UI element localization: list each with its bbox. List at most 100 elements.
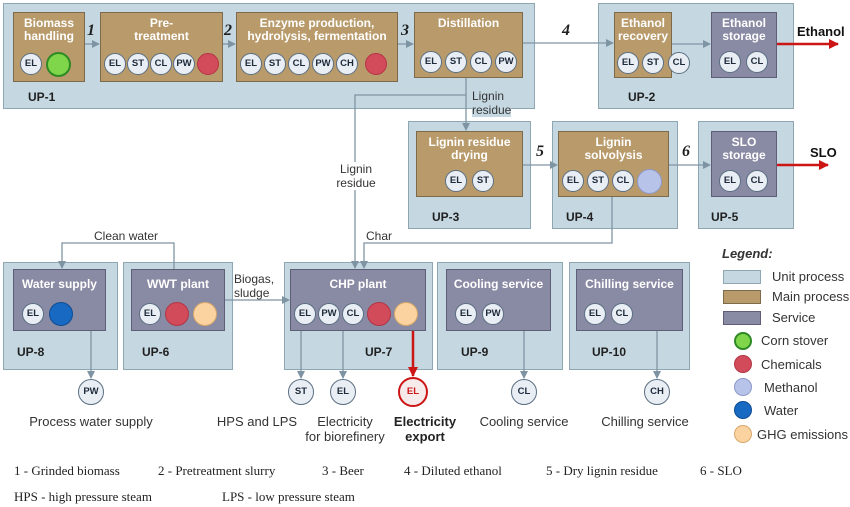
process-title: CHP plant bbox=[329, 277, 387, 291]
resource-cl: CL bbox=[746, 170, 768, 192]
methanol-input bbox=[637, 169, 662, 194]
resource-cl: CL bbox=[746, 51, 768, 73]
legend-ghg: GHG emissions bbox=[757, 427, 849, 442]
process-title: WWT plant bbox=[147, 277, 209, 291]
resource-ch: CH bbox=[336, 53, 358, 75]
legend-methanol-icon bbox=[734, 378, 752, 396]
resource-pw: PW bbox=[312, 53, 334, 75]
resource-st: ST bbox=[127, 53, 149, 75]
resource-pw: PW bbox=[495, 51, 517, 73]
output-el-export: EL bbox=[398, 377, 428, 407]
corn-stover-input bbox=[46, 52, 71, 77]
resource-el: EL bbox=[719, 170, 741, 192]
resource-st: ST bbox=[642, 52, 664, 74]
legend-methanol: Methanol bbox=[764, 380, 818, 395]
water-input bbox=[49, 302, 73, 326]
up6-label: UP-6 bbox=[142, 345, 170, 359]
resource-el: EL bbox=[719, 51, 741, 73]
resource-cl: CL bbox=[150, 53, 172, 75]
resource-cl: CL bbox=[470, 51, 492, 73]
resource-pw: PW bbox=[318, 303, 340, 325]
service-wwt-plant: WWT plant EL bbox=[131, 269, 225, 331]
label-line: Biogas, bbox=[234, 272, 275, 286]
up7-label: UP-7 bbox=[365, 345, 393, 359]
process-title: SLO bbox=[731, 135, 757, 149]
resource-el: EL bbox=[22, 303, 44, 325]
resource-pw: PW bbox=[173, 53, 195, 75]
biogas-sludge-label: Biogas,sludge bbox=[234, 272, 274, 300]
resource-pw: PW bbox=[482, 303, 504, 325]
process-title: Biomass bbox=[23, 16, 75, 30]
label-line: Electricity bbox=[317, 414, 373, 429]
label-line: residue bbox=[472, 103, 512, 117]
resource-el: EL bbox=[562, 170, 584, 192]
resource-cl: CL bbox=[342, 303, 364, 325]
resource-el: EL bbox=[617, 52, 639, 74]
resource-el: EL bbox=[420, 51, 442, 73]
output-pw-label: Process water supply bbox=[29, 414, 153, 429]
process-title: treatment bbox=[134, 29, 189, 43]
resource-el: EL bbox=[294, 303, 316, 325]
stream-2: 2 bbox=[224, 22, 232, 39]
service-water-supply: Water supply EL bbox=[13, 269, 106, 331]
service-chp-plant: CHP plant EL PW CL bbox=[290, 269, 426, 331]
footnote-lps: LPS - low pressure steam bbox=[222, 489, 355, 504]
resource-st: ST bbox=[472, 170, 494, 192]
output-ch-label: Chilling service bbox=[601, 414, 689, 429]
label-line: for biorefinery bbox=[305, 429, 385, 444]
output-ch: CH bbox=[644, 379, 670, 405]
process-title: Enzyme production, bbox=[259, 16, 375, 30]
stream-6: 6 bbox=[682, 143, 690, 160]
resource-el: EL bbox=[455, 303, 477, 325]
footnote-2: 2 - Pretreatment slurry bbox=[158, 463, 276, 478]
up3-label: UP-3 bbox=[432, 210, 460, 224]
output-cl: CL bbox=[511, 379, 537, 405]
footnote-5: 5 - Dry lignin residue bbox=[546, 463, 658, 478]
resource-cl: CL bbox=[611, 303, 633, 325]
chemicals-input bbox=[197, 53, 219, 75]
ghg-emissions bbox=[394, 302, 418, 326]
char-label: Char bbox=[366, 229, 393, 243]
label-line: sludge bbox=[234, 286, 270, 300]
output-st: ST bbox=[288, 379, 314, 405]
process-enzyme-production: Enzyme production,hydrolysis, fermentati… bbox=[236, 12, 398, 82]
up8-label: UP-8 bbox=[17, 345, 45, 359]
process-title: solvolysis bbox=[584, 148, 643, 162]
process-title: Lignin bbox=[595, 135, 632, 149]
footnote-4: 4 - Diluted ethanol bbox=[404, 463, 502, 478]
legend-corn-stover-icon bbox=[734, 332, 752, 350]
process-title: Pre- bbox=[149, 16, 174, 30]
process-distillation: Distillation EL ST CL PW bbox=[414, 12, 523, 78]
process-title: handling bbox=[24, 29, 74, 43]
resource-cl: CL bbox=[668, 52, 690, 74]
resource-st: ST bbox=[587, 170, 609, 192]
footnote-6: 6 - SLO bbox=[700, 463, 742, 478]
label-line: Electricity bbox=[393, 414, 457, 429]
legend-title: Legend: bbox=[722, 246, 773, 261]
label-line: Lignin bbox=[339, 162, 373, 176]
up10-label: UP-10 bbox=[592, 345, 627, 359]
process-title: Water supply bbox=[22, 277, 97, 291]
legend-service-swatch bbox=[723, 311, 761, 325]
up4-label: UP-4 bbox=[566, 210, 594, 224]
service-cooling: Cooling service EL PW bbox=[446, 269, 551, 331]
process-title: Distillation bbox=[437, 16, 500, 30]
resource-el: EL bbox=[139, 303, 161, 325]
resource-st: ST bbox=[445, 51, 467, 73]
up9-label: UP-9 bbox=[461, 345, 489, 359]
legend-chemicals-icon bbox=[734, 355, 752, 373]
resource-st: ST bbox=[264, 53, 286, 75]
stream-1: 1 bbox=[87, 22, 95, 39]
output-el: EL bbox=[330, 379, 356, 405]
product-ethanol: Ethanol bbox=[797, 24, 845, 39]
legend-ghg-icon bbox=[734, 425, 752, 443]
legend-water-icon bbox=[734, 401, 752, 419]
legend-chemicals: Chemicals bbox=[761, 357, 822, 372]
process-title: Lignin residue bbox=[428, 135, 511, 149]
legend-main-process-swatch bbox=[723, 290, 761, 304]
